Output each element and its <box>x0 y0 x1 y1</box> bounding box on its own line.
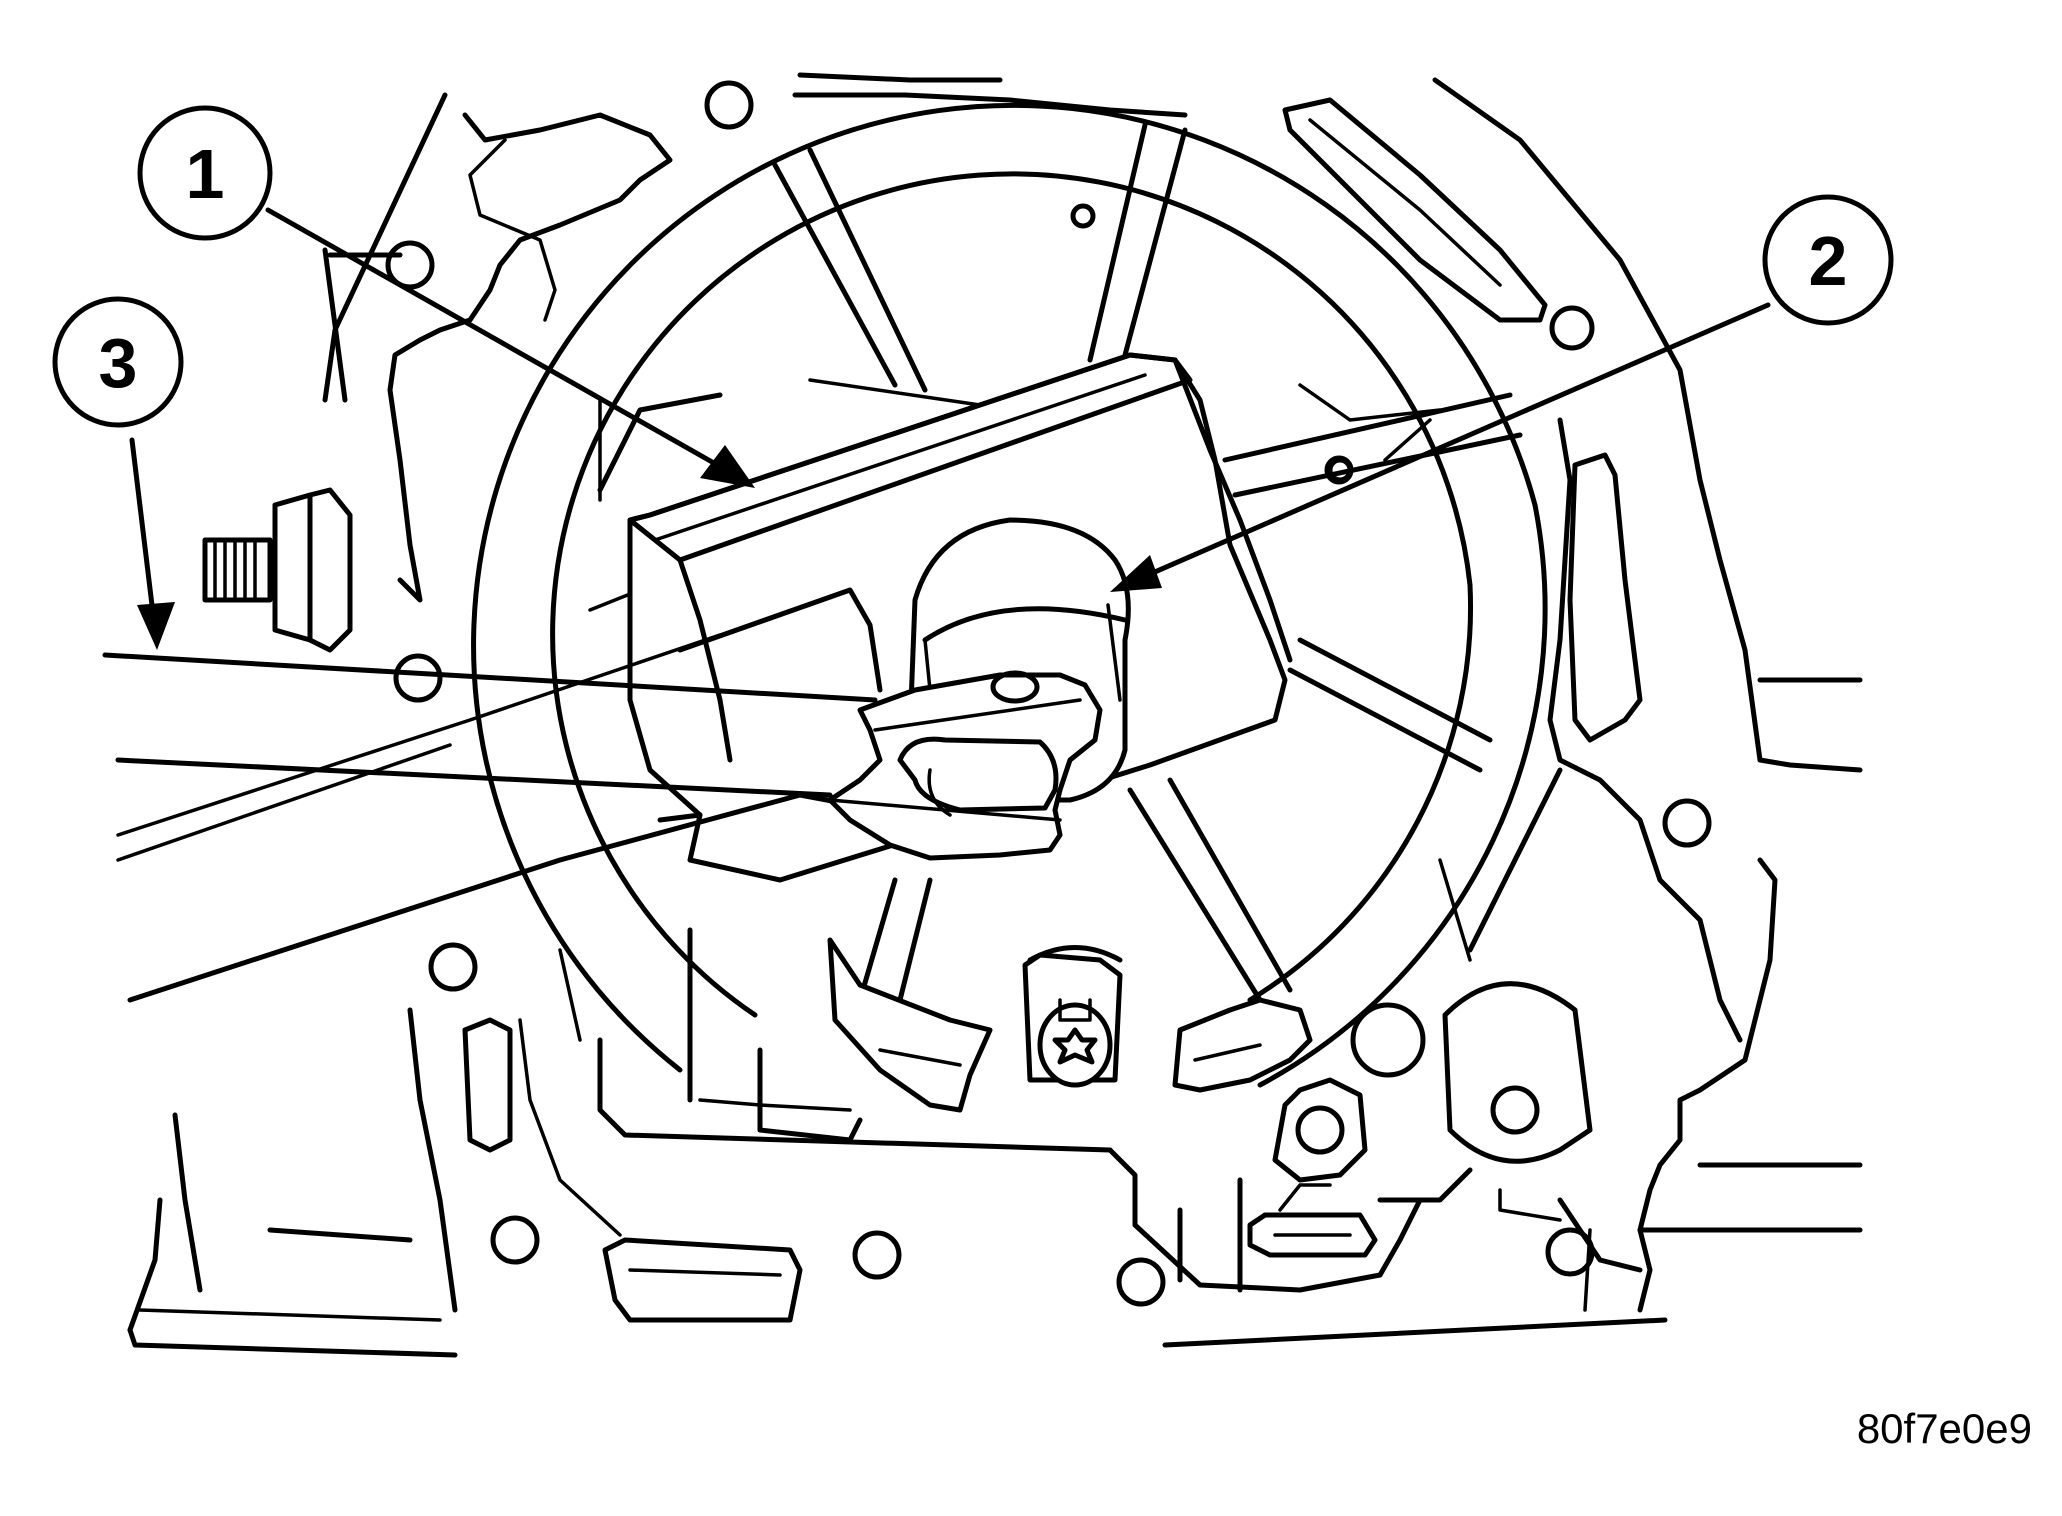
arrowhead-1 <box>700 445 755 488</box>
callout-number-3: 3 <box>99 324 138 402</box>
callout-3: 3 <box>52 296 184 428</box>
arrowhead-3 <box>137 602 175 650</box>
callout-circle-3 <box>52 296 184 428</box>
transmission-case <box>127 72 1863 1358</box>
callout-number-2: 2 <box>1809 222 1848 300</box>
leader-line-2 <box>1122 302 1771 588</box>
case-fittings <box>1247 981 1593 1258</box>
callout-leaders <box>129 207 1771 650</box>
callout-2: 2 <box>1762 194 1894 326</box>
case-bolt-holes <box>385 80 1712 1307</box>
drum-tabs <box>827 937 1313 1113</box>
callout-number-1: 1 <box>186 135 225 213</box>
stud-nut <box>202 487 353 653</box>
callout-circle-2 <box>1762 194 1894 326</box>
wrench-handle <box>102 633 1103 1003</box>
figure-id: 80f7e0e9 <box>1857 1405 2032 1452</box>
case-slots <box>462 1017 803 1323</box>
callout-1: 1 <box>137 105 273 241</box>
callout-circle-1 <box>137 105 273 241</box>
arrowhead-2 <box>1110 555 1162 592</box>
leader-line-1 <box>265 207 738 478</box>
torx-bolt <box>1022 945 1123 1088</box>
leader-line-3 <box>129 437 158 633</box>
